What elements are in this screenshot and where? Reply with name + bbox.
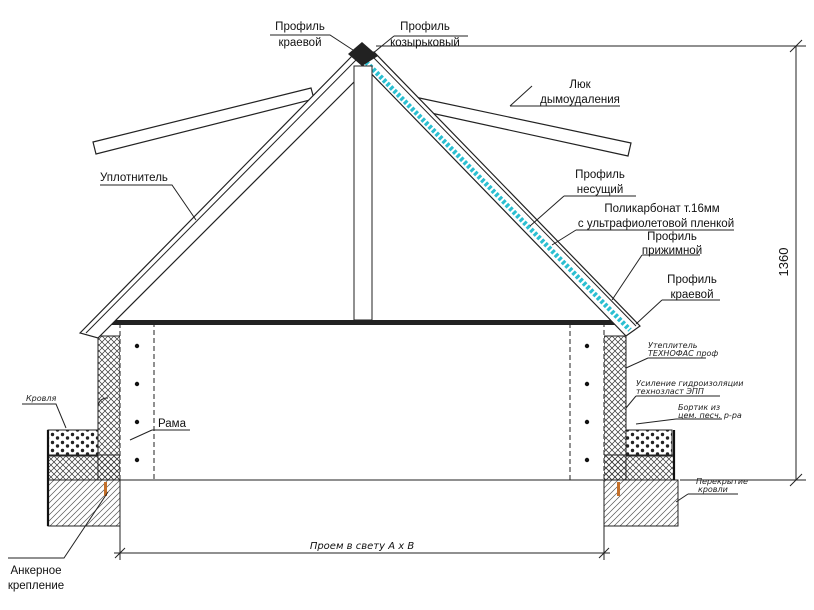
anchor-right (617, 482, 620, 496)
label-waterproofing-2: технозласт ЭПП (636, 387, 704, 396)
label-edge-profile-1: Профиль (667, 274, 717, 286)
label-ridge-profile-right-2: козырьковый (390, 37, 460, 49)
king-post (353, 65, 373, 321)
label-waterproofing-1: Усиление гидроизоляции (636, 379, 743, 388)
label-clamp-profile-2: прижимной (642, 245, 702, 257)
label-bearing-profile-2: несущий (577, 184, 624, 196)
roof-slab-left (46, 397, 121, 527)
ridge-cap (348, 42, 378, 66)
label-clamp-profile-1: Профиль (647, 231, 697, 243)
curb-left (97, 323, 155, 481)
label-roof: Кровля (26, 394, 56, 403)
opening-dimension-value: Проем в свету А х В (310, 541, 415, 552)
label-smoke-hatch-2: дымоудаления (540, 94, 620, 106)
polycarbonate-glazing (364, 60, 632, 332)
curb-right (569, 323, 627, 481)
label-edge-profile-2: краевой (670, 289, 713, 301)
label-insulation-1: Утеплитель (648, 341, 698, 350)
label-sealant: Уплотнитель (100, 172, 168, 184)
label-roof-slab-1: Перекрытие (696, 477, 748, 486)
frame-top-plate (98, 320, 626, 325)
label-frame: Рама (158, 418, 187, 430)
label-ridge-profile-right-1: Профиль (400, 21, 450, 33)
label-bearing-profile-1: Профиль (575, 169, 625, 181)
label-polycarbonate-2: с ультрафиолетовой пленкой (578, 218, 734, 230)
label-smoke-hatch-1: Люк (569, 79, 591, 91)
label-insulation-2: ТЕХНОФАС проф (648, 349, 718, 358)
height-dimension-value: 1360 (776, 248, 791, 277)
label-fillet-2: цем. песч. р-ра (678, 411, 742, 420)
leaders (8, 34, 738, 559)
height-dimension: 1360 (376, 39, 806, 487)
label-fillet-1: Бортик из (678, 403, 720, 412)
label-roof-slab-2: кровли (698, 485, 728, 494)
opening-dimension: Проем в свету А х В (114, 485, 610, 560)
label-ridge-profile-left-1: Профиль (275, 21, 325, 33)
label-polycarbonate-1: Поликарбонат т.16мм (604, 203, 719, 215)
label-anchor-2: крепление (8, 580, 64, 592)
label-anchor-1: Анкерное (10, 565, 61, 577)
label-ridge-profile-left-2: краевой (278, 37, 321, 49)
anchor-left (104, 482, 107, 496)
